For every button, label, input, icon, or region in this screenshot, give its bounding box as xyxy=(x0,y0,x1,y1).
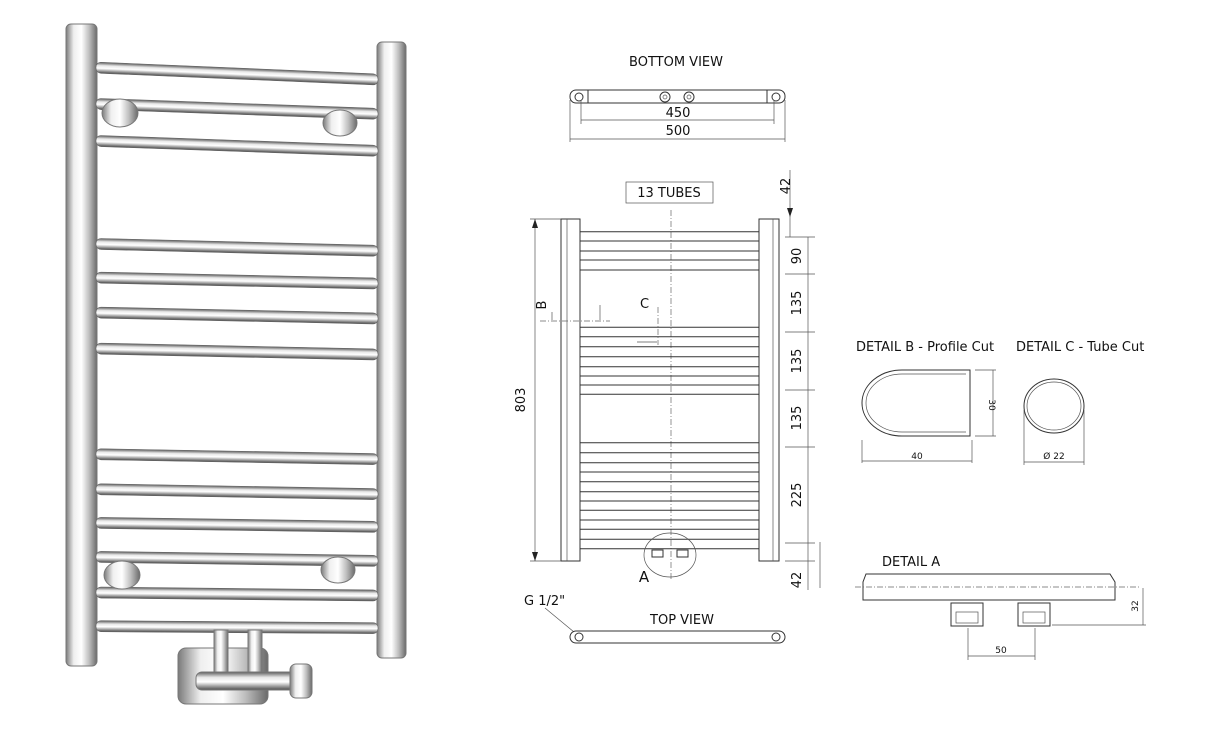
photo-tube xyxy=(95,586,379,602)
dim-135-c: 135 xyxy=(790,406,805,431)
detail-a-marker: A xyxy=(639,568,650,586)
photo-tube xyxy=(95,98,379,120)
detail-c-diameter: Ø 22 xyxy=(1043,451,1064,462)
section-b-marker: B xyxy=(535,301,550,310)
photo-tube xyxy=(95,483,379,500)
detail-c-title: DETAIL C - Tube Cut xyxy=(1016,340,1144,355)
detail-b-title: DETAIL B - Profile Cut xyxy=(856,340,994,355)
radiator-product-photo xyxy=(65,23,407,705)
dim-bottom-42: 42 xyxy=(790,572,805,589)
detail-b-profile-cut: DETAIL B - Profile Cut 30 40 xyxy=(856,340,996,463)
dim-135-a: 135 xyxy=(790,291,805,316)
dim-90: 90 xyxy=(790,248,805,265)
photo-tube xyxy=(95,135,379,157)
dim-450: 450 xyxy=(666,106,691,121)
connection-size: G 1/2" xyxy=(524,594,565,609)
left-vertical-bar xyxy=(65,23,98,667)
bottom-view: BOTTOM VIEW 450 500 xyxy=(569,55,786,142)
dim-803: 803 xyxy=(514,388,529,413)
detail-b-width: 40 xyxy=(911,452,923,462)
photo-tube xyxy=(95,238,379,257)
dim-top-42: 42 xyxy=(779,178,794,195)
dim-500: 500 xyxy=(666,124,691,139)
valve-assembly xyxy=(177,629,313,705)
right-vertical-bar xyxy=(376,41,407,659)
wall-brackets xyxy=(101,98,358,590)
detail-a-height: 32 xyxy=(1131,600,1141,611)
detail-b-height: 30 xyxy=(986,399,996,411)
front-view: 13 TUBES 803 B C A 42 90 135 135 135 225… xyxy=(514,170,821,590)
photo-tube xyxy=(95,271,379,290)
photo-tube xyxy=(95,342,379,361)
top-view-title: TOP VIEW xyxy=(649,613,714,628)
photo-tube xyxy=(95,306,379,325)
detail-a-connection: DETAIL A 32 50 xyxy=(855,555,1146,660)
tubes-label: 13 TUBES xyxy=(637,186,701,201)
detail-c-tube-cut: DETAIL C - Tube Cut Ø 22 xyxy=(1016,340,1144,465)
section-c-marker: C xyxy=(640,297,649,312)
tubes-label-box xyxy=(625,181,714,204)
top-view: G 1/2" TOP VIEW xyxy=(524,594,786,644)
dim-225: 225 xyxy=(790,483,805,508)
photo-tube xyxy=(95,517,379,533)
photo-tube xyxy=(95,448,379,465)
dim-135-b: 135 xyxy=(790,349,805,374)
detail-a-spacing: 50 xyxy=(995,646,1007,656)
detail-a-title: DETAIL A xyxy=(882,555,940,570)
photo-tube xyxy=(95,551,379,567)
photo-tube xyxy=(95,620,379,634)
photo-tube xyxy=(95,61,379,86)
bottom-view-title: BOTTOM VIEW xyxy=(629,55,723,70)
